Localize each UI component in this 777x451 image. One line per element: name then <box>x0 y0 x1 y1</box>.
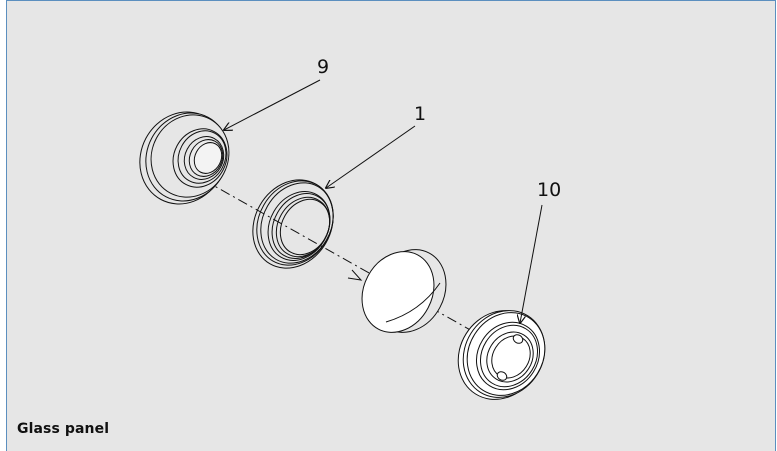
leader-9 <box>224 79 321 130</box>
glass-disc <box>361 249 447 333</box>
figure-caption: Glass panel <box>17 421 110 437</box>
callout-9: 9 <box>317 56 329 78</box>
leader-1 <box>326 125 416 188</box>
part-1 <box>252 179 334 269</box>
callout-1: 1 <box>414 103 426 125</box>
axis-arrow-head <box>347 269 363 281</box>
leader-10 <box>520 204 543 323</box>
callout-10: 10 <box>537 179 561 201</box>
part-9 <box>139 111 230 205</box>
part-10 <box>457 310 546 400</box>
assembly-axis <box>185 169 507 351</box>
diagram-panel <box>6 0 776 451</box>
